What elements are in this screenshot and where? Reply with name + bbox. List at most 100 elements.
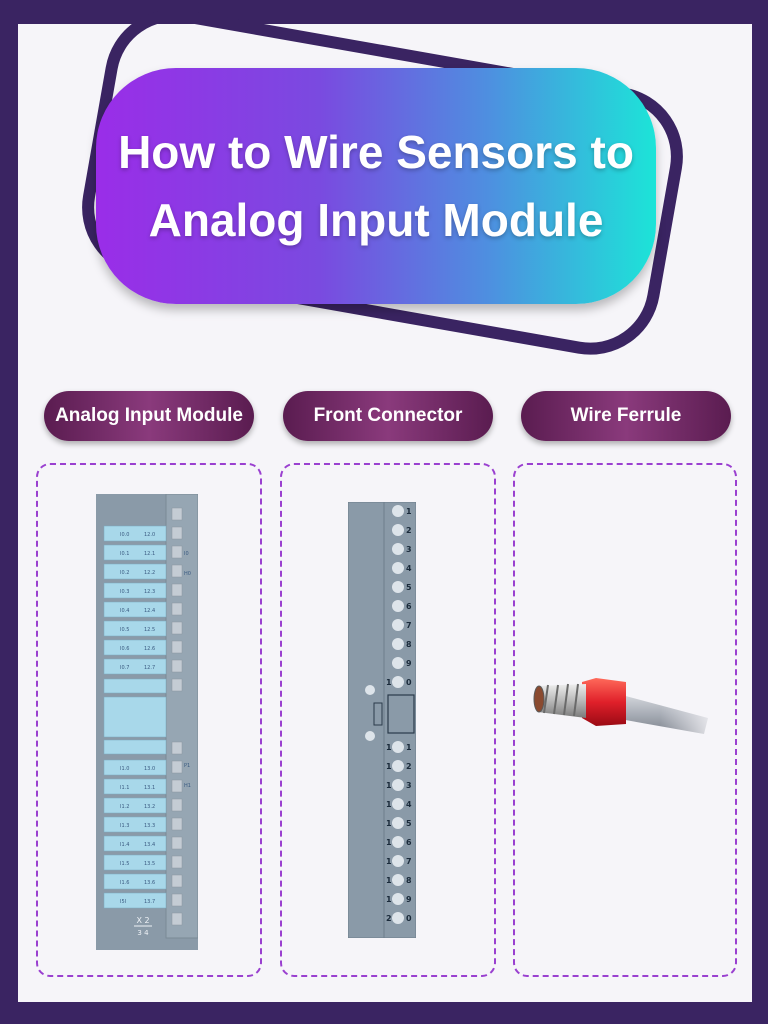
connector-terminal-number: 2	[406, 762, 412, 771]
ferrule-crimp-ridges	[543, 683, 579, 717]
connector-terminal-tens: 1	[386, 762, 392, 771]
module-side-label-p1: P1	[184, 763, 190, 769]
module-footer-top: X 2	[136, 916, 149, 925]
wire-ferrule-icon	[533, 678, 720, 742]
connector-terminal-number: 9	[406, 895, 412, 904]
connector-latch-window	[387, 694, 415, 734]
connector-terminal-tens: 1	[386, 838, 392, 847]
module-slot-address: I0.4	[120, 608, 129, 614]
connector-terminal	[392, 836, 404, 848]
connector-terminal	[392, 855, 404, 867]
module-slot-value: 12.6	[144, 646, 155, 652]
module-slot-address: I1.6	[120, 880, 129, 886]
connector-terminal-tens: 1	[386, 857, 392, 866]
connector-screw-top	[365, 685, 375, 695]
module-slot-value: 13.1	[144, 785, 155, 791]
connector-terminal-number: 5	[406, 819, 412, 828]
module-slot-value: 12.5	[144, 627, 155, 633]
module-led	[171, 583, 183, 597]
connector-terminal	[392, 657, 404, 669]
module-side-label-i0: I0	[184, 551, 189, 557]
module-slot-address: I0.3	[120, 589, 129, 595]
connector-terminal	[392, 817, 404, 829]
title-banner: How to Wire Sensors to Analog Input Modu…	[96, 68, 656, 304]
title-line-1: How to Wire Sensors to	[118, 126, 634, 178]
connector-terminal	[392, 505, 404, 517]
module-slot-value: 13.2	[144, 804, 155, 810]
connector-terminal	[392, 912, 404, 924]
module-led	[171, 507, 183, 521]
module-slot-value: 13.4	[144, 842, 155, 848]
module-led	[171, 779, 183, 793]
module-slot	[103, 816, 167, 833]
connector-terminal-number: 0	[406, 914, 412, 923]
connector-terminal-number: 6	[406, 838, 412, 847]
connector-terminal-number: 6	[406, 602, 412, 611]
module-led	[171, 798, 183, 812]
module-slot-large	[103, 696, 167, 738]
module-slot-address: I0.0	[120, 532, 129, 538]
module-slot-value: 12.2	[144, 570, 155, 576]
module-slot	[103, 601, 167, 618]
module-slot-spacer-2	[103, 739, 167, 755]
connector-terminal-number: 1	[406, 507, 412, 516]
module-slot	[103, 544, 167, 561]
module-led	[171, 545, 183, 559]
connector-terminal-tens: 2	[386, 914, 392, 923]
wire-ferrule-box	[513, 463, 737, 977]
module-slot	[103, 620, 167, 637]
module-footer-bottom: 3 4	[137, 929, 149, 937]
module-led	[171, 678, 183, 692]
module-slot-value: 13.5	[144, 861, 155, 867]
label-wire-ferrule: Wire Ferrule	[521, 391, 731, 441]
module-led	[171, 640, 183, 654]
connector-terminal-number: 1	[406, 743, 412, 752]
module-slot-value: 12.7	[144, 665, 155, 671]
connector-terminal-tens: 1	[386, 819, 392, 828]
module-slot-value: 13.3	[144, 823, 155, 829]
module-slot	[103, 525, 167, 542]
module-slot-address: I0.5	[120, 627, 129, 633]
module-slot	[103, 639, 167, 656]
module-slot-address: I1.5	[120, 861, 129, 867]
module-slot-address: I1.3	[120, 823, 129, 829]
module-slot-spacer	[103, 678, 167, 694]
module-slot-address: I0.2	[120, 570, 129, 576]
module-led	[171, 741, 183, 755]
module-led	[171, 602, 183, 616]
module-slot	[103, 658, 167, 675]
connector-terminal	[392, 798, 404, 810]
connector-terminal-tens: 1	[386, 876, 392, 885]
connector-terminal-tens: 1	[386, 895, 392, 904]
module-led	[171, 855, 183, 869]
connector-terminal-number: 8	[406, 640, 412, 649]
connector-terminal	[392, 600, 404, 612]
connector-screw-bottom	[365, 731, 375, 741]
module-side-label-h1: H1	[184, 783, 191, 789]
module-slot	[103, 835, 167, 852]
module-led	[171, 564, 183, 578]
cable-fade	[660, 698, 720, 742]
module-led	[171, 817, 183, 831]
module-slot	[103, 892, 167, 909]
connector-terminal	[392, 543, 404, 555]
connector-terminal-number: 9	[406, 659, 412, 668]
module-led	[171, 912, 183, 926]
module-side-strip	[165, 494, 198, 939]
connector-terminal-number: 4	[406, 800, 412, 809]
ferrule-wire-end	[533, 685, 545, 713]
module-slot-value: 13.7	[144, 899, 155, 905]
connector-latch	[373, 702, 383, 726]
module-slot-address: I1.1	[120, 785, 129, 791]
module-led	[171, 659, 183, 673]
module-side-label-h0: H0	[184, 571, 191, 577]
module-slot	[103, 563, 167, 580]
connector-terminal-number: 3	[406, 545, 412, 554]
front-connector-box	[280, 463, 496, 977]
connector-terminal-tens: 1	[386, 800, 392, 809]
connector-terminal-number: 2	[406, 526, 412, 535]
connector-terminal-number: 5	[406, 583, 412, 592]
connector-terminal	[392, 581, 404, 593]
connector-terminal-number: 7	[406, 621, 412, 630]
